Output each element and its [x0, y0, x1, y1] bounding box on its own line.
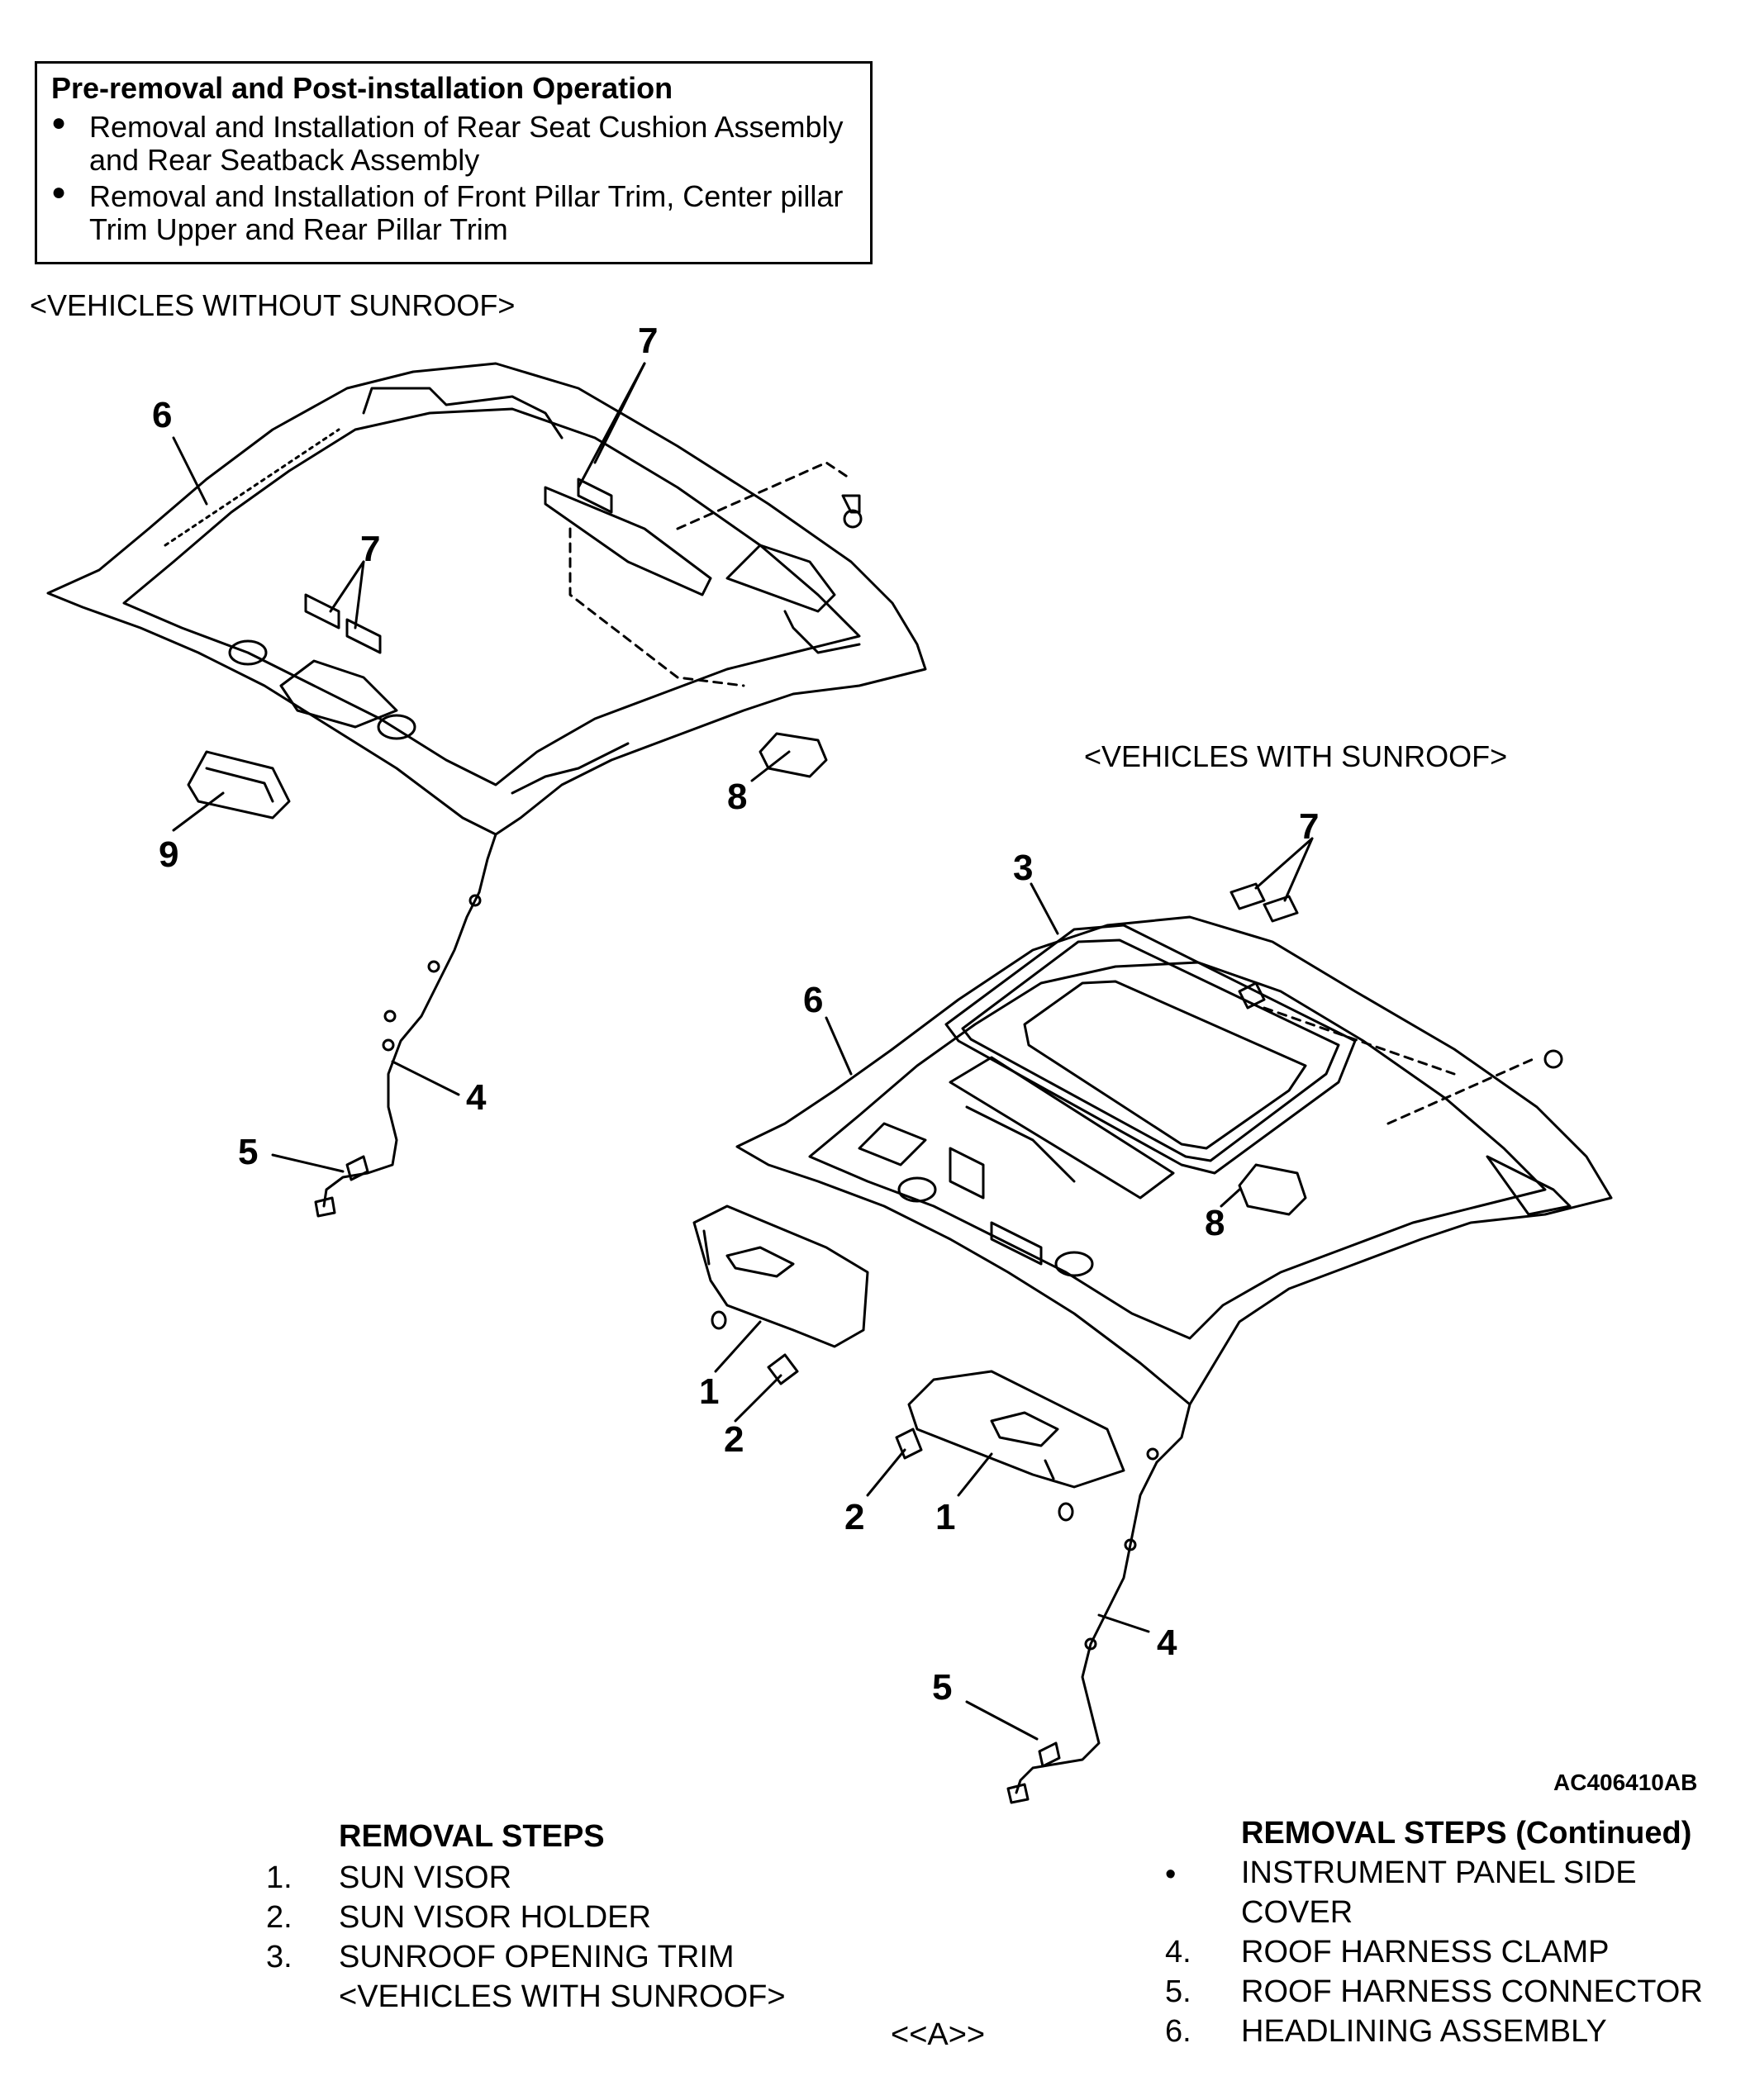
- callout-6-with: 6: [803, 980, 824, 1020]
- leader-lines-without: [172, 362, 791, 1173]
- pre-item-2-line1: Removal and Installation of Front Pillar…: [89, 179, 844, 213]
- map-light-part-8-with: [1238, 1163, 1307, 1216]
- bullet-dot: ●: [51, 178, 67, 206]
- leader-lines-with: [714, 837, 1314, 1741]
- roof-harness-without: [314, 891, 482, 1218]
- step-bullet: •: [1165, 1857, 1177, 1892]
- callout-8-without: 8: [727, 777, 748, 817]
- step-num: 3.: [266, 1940, 292, 1974]
- callout-8-with: 8: [1205, 1203, 1225, 1243]
- map-light-part-8-without: [759, 732, 828, 778]
- headlining-with-sunroof: [735, 915, 1613, 1464]
- sun-visor-right: [895, 1370, 1125, 1522]
- view-label-without-sunroof: <VEHICLES WITHOUT SUNROOF>: [30, 288, 516, 322]
- callout-7-with: 7: [1299, 806, 1320, 847]
- pre-item-2-line2: Trim Upper and Rear Pillar Trim: [89, 212, 508, 246]
- sun-visor-left: [692, 1204, 869, 1385]
- step-text: ROOF HARNESS CLAMP: [1241, 1935, 1610, 1969]
- callout-9-without: 9: [159, 834, 179, 875]
- pre-removal-box: [35, 61, 873, 264]
- step-text: SUN VISOR: [339, 1860, 512, 1895]
- callout-1-left-with: 1: [699, 1371, 720, 1412]
- bolt-with: [843, 509, 1563, 1069]
- removal-steps-cont-title: REMOVAL STEPS (Continued): [1241, 1816, 1692, 1851]
- clip-part-7-with: [1229, 882, 1299, 923]
- callout-5-with: 5: [932, 1667, 953, 1708]
- callout-4-with: 4: [1157, 1623, 1177, 1663]
- step-text: ROOF HARNESS CONNECTOR: [1241, 1974, 1703, 2009]
- callout-3-with: 3: [1013, 848, 1034, 888]
- dome-light-part-9: [187, 750, 291, 820]
- step-num: 1.: [266, 1860, 292, 1895]
- callout-4-without: 4: [466, 1077, 487, 1118]
- step-num: 5.: [1165, 1974, 1191, 2009]
- callout-1-right-with: 1: [935, 1497, 956, 1537]
- callout-5-without: 5: [238, 1132, 259, 1172]
- figure-id: AC406410AB: [1553, 1770, 1698, 1795]
- reference-mark: <<A>>: [891, 2017, 986, 2052]
- step-text: SUN VISOR HOLDER: [339, 1900, 651, 1935]
- step-text: HEADLINING ASSEMBLY: [1241, 2014, 1607, 2049]
- step-num: 2.: [266, 1900, 292, 1935]
- step-note: <VEHICLES WITH SUNROOF>: [339, 1979, 786, 2014]
- view-label-with-sunroof: <VEHICLES WITH SUNROOF>: [1084, 739, 1508, 773]
- pre-item-1-line2: and Rear Seatback Assembly: [89, 143, 480, 177]
- roof-harness-with: [1006, 1447, 1159, 1804]
- step-num: 4.: [1165, 1935, 1191, 1969]
- step-num: 6.: [1165, 2014, 1191, 2049]
- pre-item-1-line1: Removal and Installation of Rear Seat Cu…: [89, 110, 844, 144]
- headlining-without-sunroof: [46, 362, 927, 894]
- step-text: SUNROOF OPENING TRIM: [339, 1940, 735, 1974]
- callout-7-mid-without: 7: [360, 529, 381, 569]
- callout-6-without: 6: [152, 395, 173, 435]
- step-text: INSTRUMENT PANEL SIDE: [1241, 1855, 1637, 1890]
- callout-2-right-with: 2: [844, 1497, 865, 1537]
- callout-7-top-without: 7: [638, 321, 659, 361]
- pre-removal-title: Pre-removal and Post-installation Operat…: [51, 71, 673, 105]
- step-text-cont: COVER: [1241, 1895, 1353, 1930]
- bullet-dot: ●: [51, 109, 67, 136]
- callout-2-left-with: 2: [724, 1419, 744, 1460]
- removal-steps-title: REMOVAL STEPS: [339, 1819, 605, 1854]
